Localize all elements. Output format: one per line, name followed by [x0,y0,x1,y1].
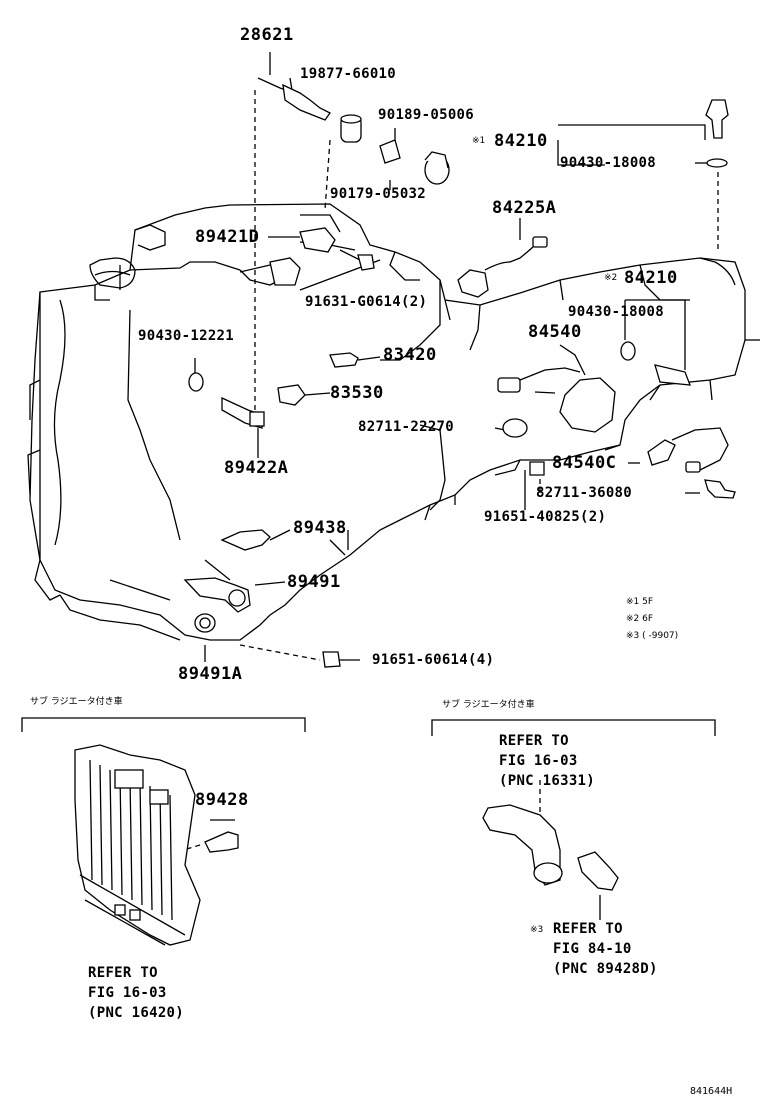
engine-outline [29,203,746,641]
sensor-84225A [457,269,489,298]
bolt-91651-60614 [322,651,341,668]
refer-left-line3[interactable]: (PNC 16420) [88,1005,185,1021]
note-3: ※3 ( -9907) [626,631,679,641]
part-label-89428[interactable]: 89428 [195,790,249,810]
left-section-bracket [21,717,306,732]
part-label-90430-18008-right[interactable]: 90430-18008 [568,304,665,320]
sender-83420 [329,352,359,368]
part-label-84210-right[interactable]: 84210 [624,268,678,288]
part-label-91631-G0614[interactable]: 91631-G0614(2) [305,294,428,310]
part-label-84210-top[interactable]: 84210 [494,131,548,151]
radiator-assembly [74,744,201,946]
part-label-84225A[interactable]: 84225A [492,198,557,218]
part-label-90189-05006[interactable]: 90189-05006 [378,107,475,123]
bolt-91631 [357,254,375,271]
refer-right-top-line1[interactable]: REFER TO [499,733,569,749]
right-section-bracket [431,719,716,736]
drawing-id: 841644H [690,1086,733,1097]
part-label-89491A[interactable]: 89491A [178,664,243,684]
part-label-89491[interactable]: 89491 [287,572,341,592]
part-label-28621[interactable]: 28621 [240,25,294,45]
part-label-82711-22270[interactable]: 82711-22270 [358,419,455,435]
sensor-89428D [577,851,619,891]
bolt-91651-40825 [529,461,545,476]
note-mark-3: ※3 [530,925,544,935]
refer-right-top-line3[interactable]: (PNC 16331) [499,773,596,789]
washer-90430-12221 [188,372,204,392]
part-label-83420[interactable]: 83420 [383,345,437,365]
refer-right-bottom-line3[interactable]: (PNC 89428D) [553,961,658,977]
clamp-82711-36080 [704,479,736,499]
refer-right-bottom-line2[interactable]: FIG 84-10 [553,941,632,957]
part-label-90179-05032[interactable]: 90179-05032 [330,186,427,202]
clamp-82711-22270 [502,418,528,438]
part-label-90430-12221[interactable]: 90430-12221 [138,328,235,344]
part-label-83530[interactable]: 83530 [330,383,384,403]
refer-left-line1[interactable]: REFER TO [88,965,158,981]
left-section-header: サブ ラジエータ付き車 [30,697,123,707]
part-label-89421D[interactable]: 89421D [195,227,260,247]
right-section-header: サブ ラジエータ付き車 [442,700,535,710]
part-label-89438[interactable]: 89438 [293,518,347,538]
switch-84210-right [654,364,691,386]
sensor-84540C [647,439,676,466]
refer-right-bottom-line1[interactable]: REFER TO [553,921,623,937]
note-mark-1: ※1 [472,136,486,146]
sensor-19877 [282,83,331,121]
part-label-84540C[interactable]: 84540C [552,453,617,473]
part-label-84540[interactable]: 84540 [528,322,582,342]
refer-right-top-line2[interactable]: FIG 16-03 [499,753,578,769]
note-mark-2: ※2 [604,273,618,283]
note-2: ※2 6F [626,614,654,624]
sensor-89421D [299,227,336,253]
switch-84210-top [705,99,729,139]
part-label-89422A[interactable]: 89422A [224,458,289,478]
part-label-19877-66010[interactable]: 19877-66010 [300,66,397,82]
sensor-89428 [204,831,239,853]
part-label-82711-36080[interactable]: 82711-36080 [536,485,633,501]
part-label-91651-60614[interactable]: 91651-60614(4) [372,652,495,668]
refer-left-line2[interactable]: FIG 16-03 [88,985,167,1001]
sensor-84540 [559,377,616,433]
part-label-90430-18008-top[interactable]: 90430-18008 [560,155,657,171]
switch-83530 [277,384,306,406]
part-label-91651-40825[interactable]: 91651-40825(2) [484,509,607,525]
plug-90179 [379,139,401,164]
note-1: ※1 5F [626,597,654,607]
sensor-89438 [220,529,271,551]
